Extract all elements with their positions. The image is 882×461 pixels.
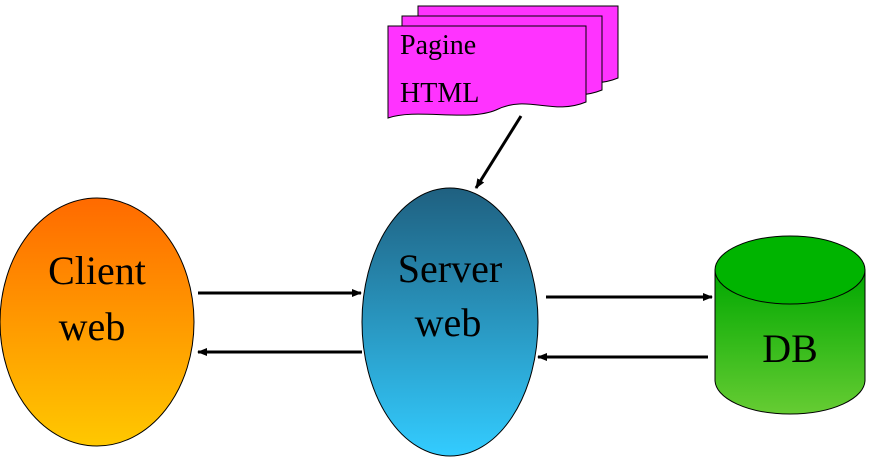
db-node: DB bbox=[714, 235, 866, 415]
client-label-line2: web bbox=[59, 304, 126, 349]
db-label: DB bbox=[762, 326, 818, 371]
pages-label-line1: Pagine bbox=[400, 30, 476, 61]
server-label-line1: Server bbox=[398, 246, 502, 291]
html-pages-stack: Pagine HTML bbox=[387, 5, 619, 119]
pages-label-line2: HTML bbox=[400, 78, 479, 109]
db-cylinder-top bbox=[714, 235, 866, 305]
db-cylinder-body bbox=[714, 269, 866, 415]
client-web-node: Client web bbox=[0, 197, 195, 447]
server-web-ellipse bbox=[361, 187, 539, 457]
arrow-pages-to-server bbox=[474, 115, 523, 189]
client-web-ellipse bbox=[0, 197, 195, 447]
server-web-node: Server web bbox=[361, 187, 539, 457]
client-label-line1: Client bbox=[48, 248, 146, 293]
html-page-front bbox=[387, 25, 587, 119]
server-label-line2: web bbox=[415, 300, 482, 345]
